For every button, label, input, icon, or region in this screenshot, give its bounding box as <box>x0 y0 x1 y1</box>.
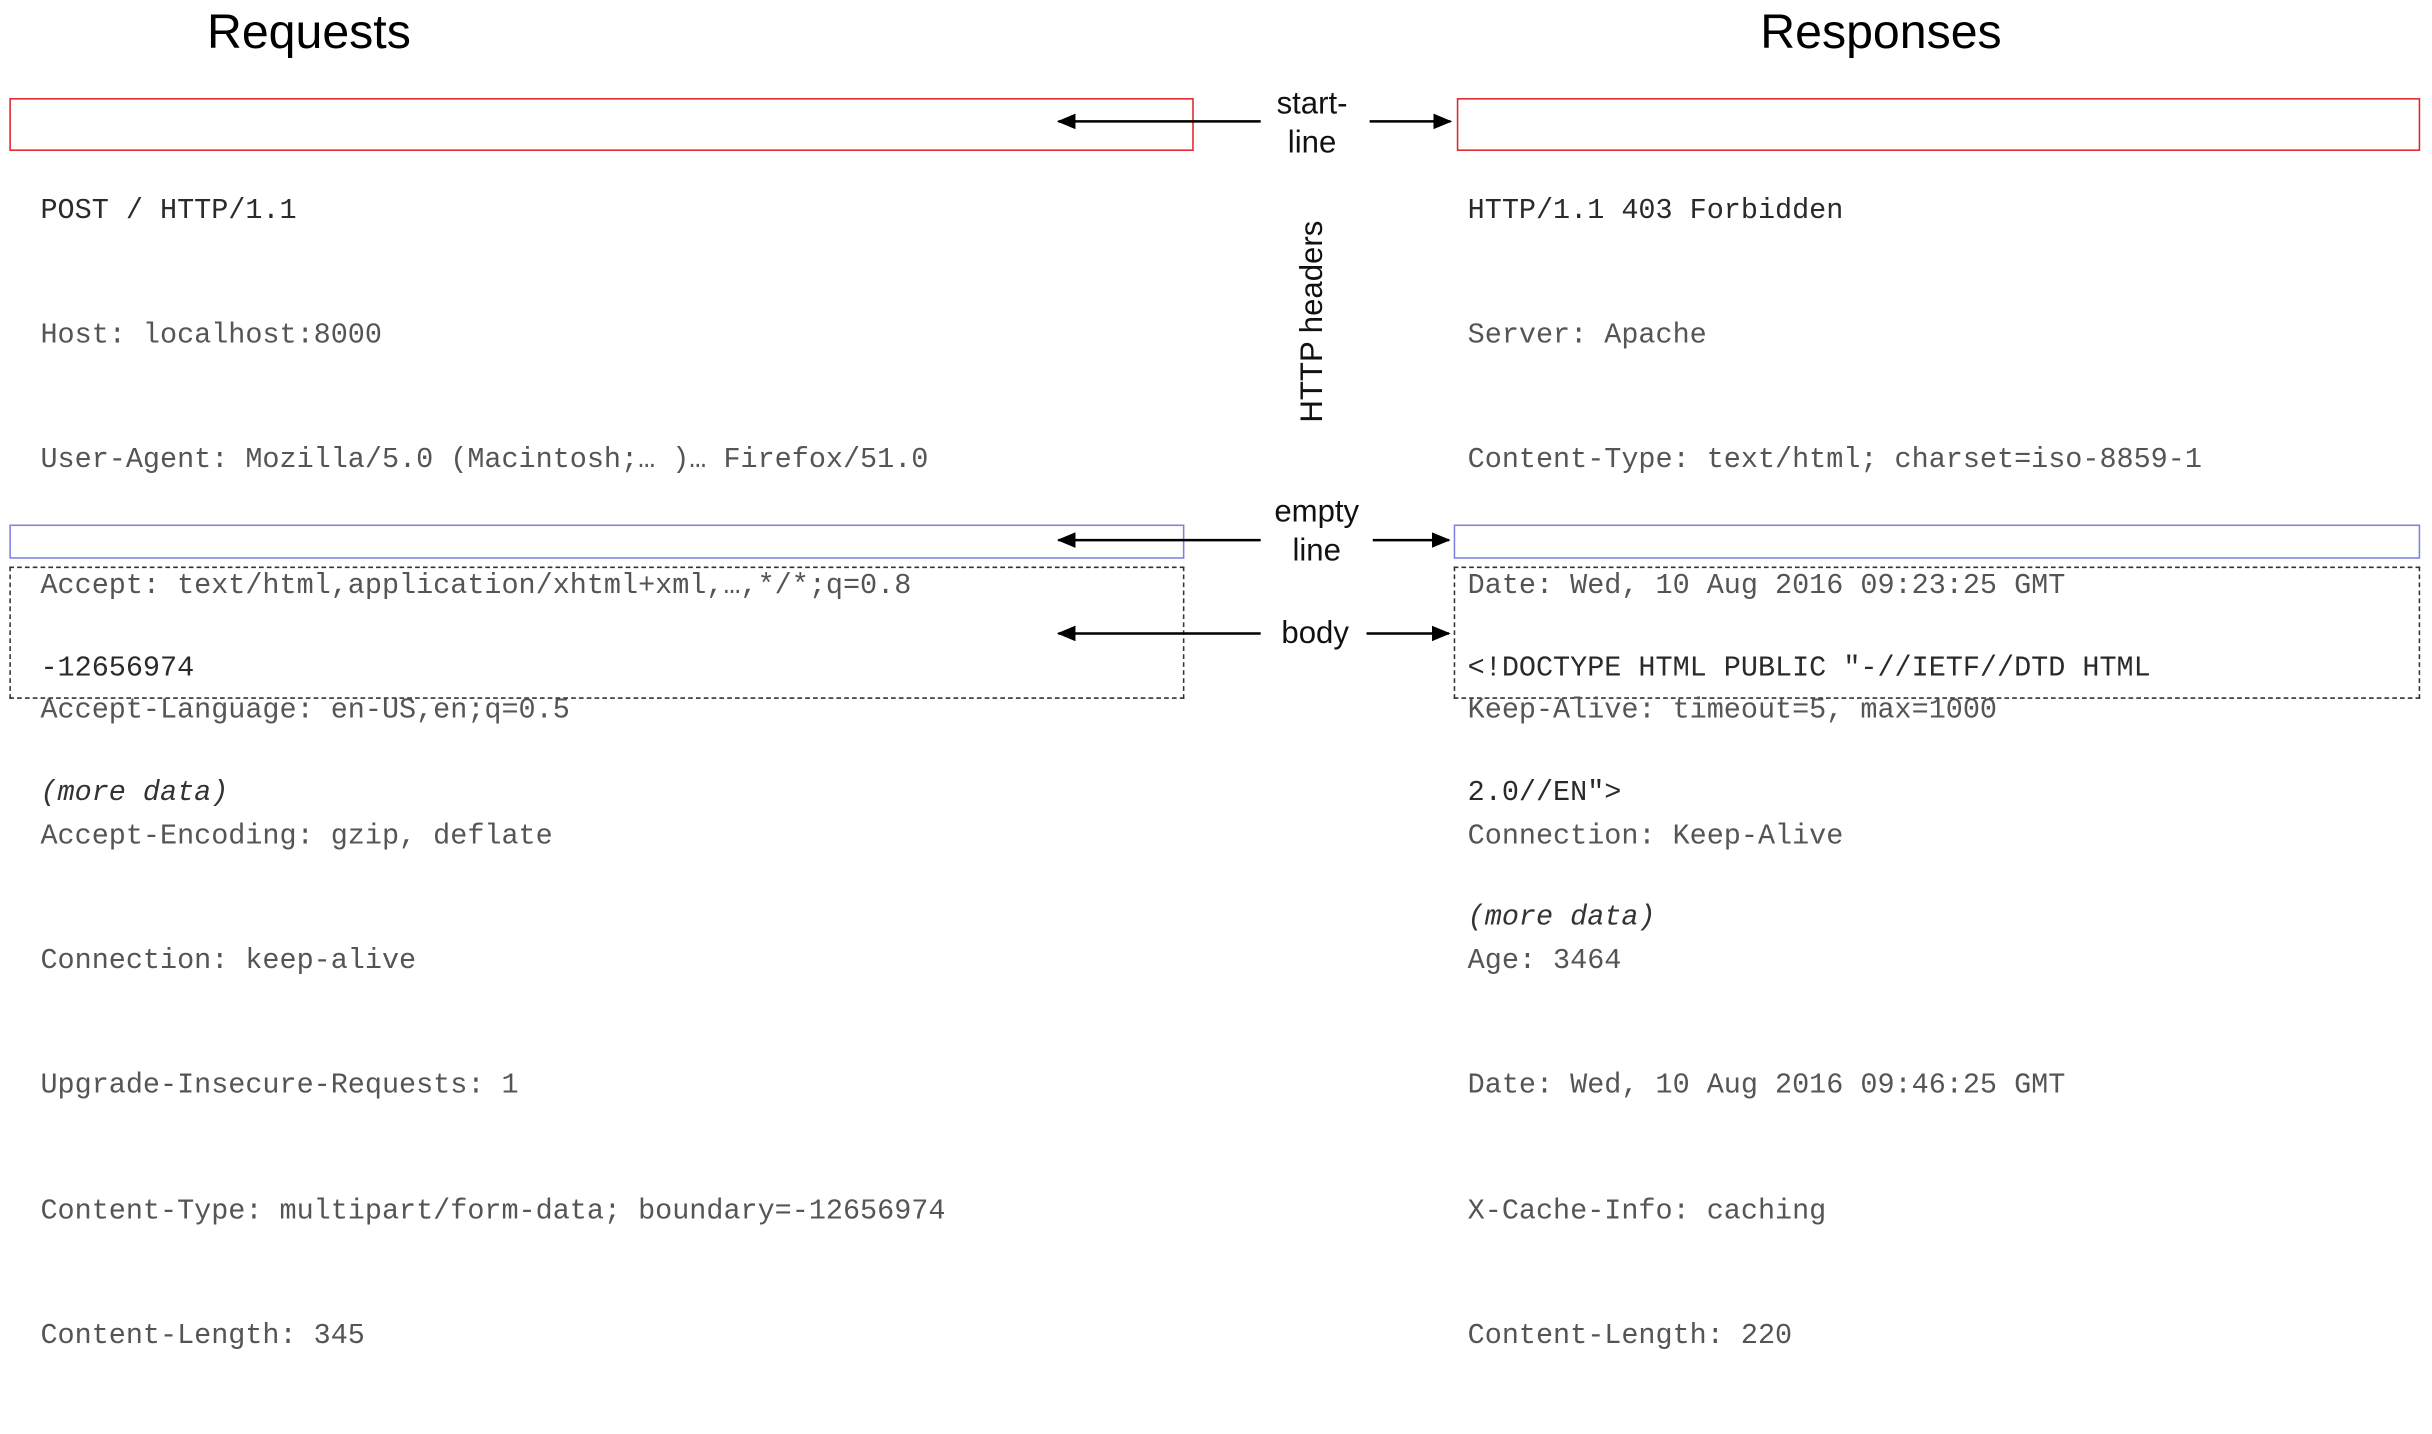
start-line-label-line: line <box>1287 126 1337 161</box>
response-start-line-box <box>1456 98 2421 151</box>
request-empty-line-box <box>9 524 1185 559</box>
requests-title: Requests <box>207 4 411 60</box>
request-more-data: (more data) <box>40 778 229 810</box>
response-more-data: (more data) <box>1467 903 1656 935</box>
response-header-line: Content-Length: 220 <box>1467 1321 1793 1353</box>
response-header-line: X-Cache-Info: caching <box>1467 1196 1827 1228</box>
response-body-line: <!DOCTYPE HTML PUBLIC "-//IETF//DTD HTML <box>1467 653 2151 685</box>
empty-line-label-line: line <box>1292 533 1341 569</box>
request-start-line: POST / HTTP/1.1 <box>40 195 297 227</box>
response-empty-line-box <box>1453 524 2421 559</box>
connector-arrows <box>1056 113 1453 642</box>
responses-title: Responses <box>1760 4 2002 60</box>
http-message-diagram: Requests Responses POST / HTTP/1.1 Host:… <box>0 0 2431 1353</box>
request-header-line: Connection: keep-alive <box>40 946 417 978</box>
request-header-line: Content-Length: 345 <box>40 1321 365 1353</box>
response-header-line: Date: Wed, 10 Aug 2016 09:46:25 GMT <box>1467 1071 2066 1103</box>
request-header-line: Upgrade-Insecure-Requests: 1 <box>40 1071 519 1103</box>
request-start-line-box <box>9 98 1194 151</box>
request-header-line: User-Agent: Mozilla/5.0 (Macintosh;… )… … <box>40 445 929 477</box>
empty-line-label: empty line <box>1258 493 1376 571</box>
response-header-line: Content-Type: text/html; charset=iso-885… <box>1467 445 2202 477</box>
request-header-line: Content-Type: multipart/form-data; bound… <box>40 1196 946 1228</box>
empty-line-label-line: empty <box>1274 494 1360 530</box>
response-body-line: 2.0//EN"> <box>1467 778 1622 810</box>
request-body-line: -12656974 <box>40 653 195 685</box>
response-start-line: HTTP/1.1 403 Forbidden <box>1467 195 1844 227</box>
response-header-line: Date: Wed, 10 Aug 2016 09:23:25 GMT <box>1467 570 2066 602</box>
request-header-line: Host: localhost:8000 <box>40 320 382 352</box>
body-label: body <box>1281 616 1349 651</box>
start-line-label: start- line <box>1258 86 1367 164</box>
start-line-label-line: start- <box>1276 87 1348 122</box>
response-body-box <box>1453 566 2421 699</box>
response-header-line: Server: Apache <box>1467 320 1707 352</box>
request-header-line: Accept: text/html,application/xhtml+xml,… <box>40 570 912 602</box>
